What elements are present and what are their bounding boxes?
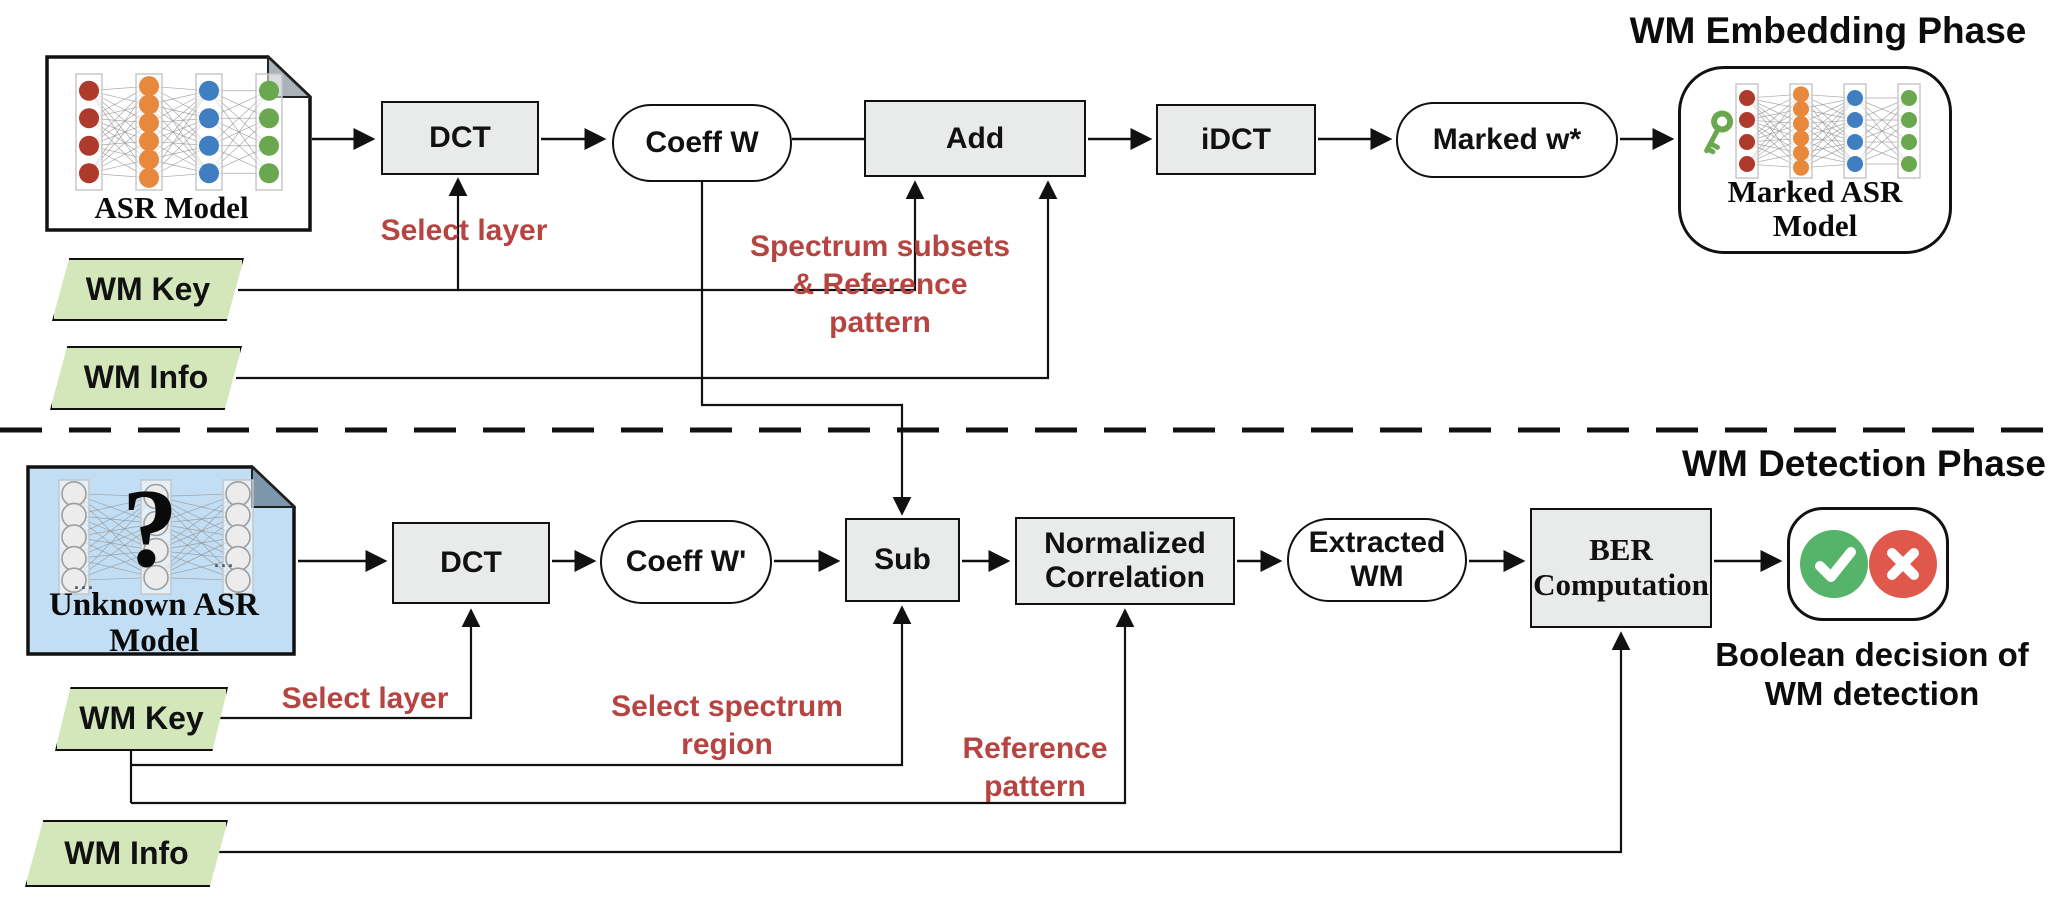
ellipsis: ...: [74, 573, 96, 593]
ber-computation-box: BER Computation: [1530, 508, 1712, 628]
unknown-caption-line2: Model: [109, 623, 199, 660]
select-layer-annotation-detection: Select layer: [281, 682, 449, 715]
unknown-network-icon: [58, 479, 254, 595]
select-spectrum-annotation: Select spectrum region: [611, 690, 843, 761]
marked-asr-caption-line1: Marked ASR: [1727, 174, 1903, 209]
ber-line2: Computation: [1533, 567, 1709, 602]
wire-wminfo-to-add: [236, 180, 1058, 380]
wm-key-label: WM Key: [85, 270, 211, 307]
wire-wmkey-to-add: [238, 180, 925, 292]
wm-info-embedding: WM Info: [50, 346, 242, 410]
marked-asr-caption-line2: Model: [1772, 208, 1858, 244]
neural-network-icon: [1735, 83, 1921, 179]
embedding-phase-title: WM Embedding Phase: [1629, 10, 2027, 51]
sub-label: Sub: [874, 543, 931, 577]
wm-info-label: WM Info: [83, 359, 209, 396]
decision-node: [1787, 507, 1949, 621]
wire-wmkey2-to-sub: [131, 605, 912, 767]
asr-model-caption: ASR Model: [94, 190, 249, 225]
normalized-correlation-line2: Correlation: [1044, 561, 1206, 594]
wm-key-embedding: WM Key: [52, 258, 244, 321]
select-layer-annotation-embedding: Select layer: [380, 214, 548, 247]
question-mark: ?: [122, 467, 178, 591]
marked-w-node: Marked w*: [1396, 102, 1618, 178]
add-label: Add: [945, 121, 1005, 155]
coeff-w-prime-node: Coeff W': [600, 520, 772, 604]
idct-box: iDCT: [1156, 104, 1316, 175]
dct-box-embedding: DCT: [381, 101, 539, 175]
marked-w-label: Marked w*: [1432, 123, 1582, 157]
neural-network-icon: [75, 73, 283, 191]
page-fold-icon: [251, 464, 297, 508]
dct-box-detection: DCT: [392, 522, 550, 604]
extracted-wm-node: Extracted WM: [1287, 518, 1467, 602]
wire-wminfo2-to-ber: [218, 631, 1631, 854]
dct-label: DCT: [440, 546, 502, 580]
wm-key-label: WM Key: [79, 700, 204, 737]
boolean-decision-caption: Boolean decision of WM detection: [1715, 636, 2029, 712]
wm-info-detection: WM Info: [25, 820, 228, 887]
normalized-correlation-box: Normalized Correlation: [1015, 517, 1235, 605]
normalized-correlation-line1: Normalized: [1044, 527, 1206, 561]
wm-key-detection: WM Key: [55, 687, 228, 751]
ellipsis: ...: [214, 551, 236, 571]
asr-model-document: ASR Model: [45, 54, 313, 232]
cross-icon: [1869, 530, 1937, 598]
idct-label: iDCT: [1201, 122, 1271, 156]
unknown-caption-line1: Unknown ASR: [48, 587, 260, 623]
wm-info-label: WM Info: [64, 834, 189, 871]
sub-box: Sub: [845, 518, 960, 602]
ber-line1: BER: [1589, 532, 1653, 568]
wire-coeffw-to-sub: [700, 182, 912, 516]
check-icon: [1800, 530, 1868, 598]
unknown-asr-model-document: ? ... ... Unknown ASR Model: [26, 464, 297, 660]
reference-pattern-annotation: Reference pattern: [962, 732, 1108, 803]
add-box: Add: [864, 100, 1086, 177]
key-icon: [1704, 110, 1733, 155]
marked-asr-model: Marked ASR Model: [1678, 66, 1952, 254]
extracted-wm-line2: WM: [1350, 560, 1404, 593]
coeff-w-prime-label: Coeff W': [625, 545, 747, 579]
coeff-w-node: Coeff W: [612, 104, 792, 182]
wire-wmkey2-to-normcorr: [131, 608, 1135, 805]
dct-label: DCT: [429, 121, 491, 155]
spectrum-subsets-annotation: Spectrum subsets & Reference pattern: [749, 230, 1011, 339]
extracted-wm-line1: Extracted: [1308, 526, 1446, 560]
detection-phase-title: WM Detection Phase: [1682, 443, 2046, 484]
wire-wmkey-to-dct2-select-layer: [216, 608, 481, 720]
coeff-w-label: Coeff W: [645, 126, 759, 160]
